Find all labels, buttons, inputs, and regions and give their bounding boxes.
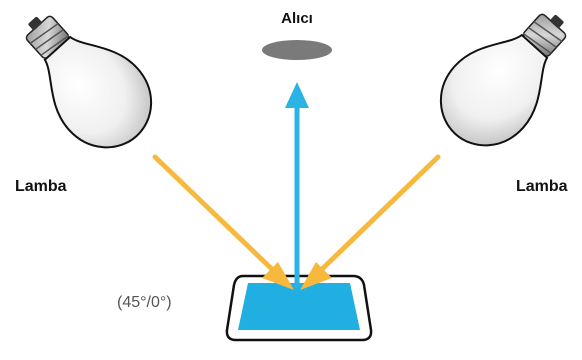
sample-tile (225, 274, 373, 342)
reflected-light-arrow (285, 82, 309, 288)
right-lamp-icon (439, 13, 567, 147)
left-lamp-label: Lamba (15, 178, 67, 195)
incident-light-right-arrow (300, 154, 441, 290)
geometry-label: (45°/0°) (117, 294, 172, 311)
left-lamp-icon (25, 15, 153, 149)
receiver-label: Alıcı (281, 10, 313, 27)
receiver-disc (262, 40, 332, 60)
right-lamp-label: Lamba (516, 178, 568, 195)
incident-light-left-arrow (152, 154, 294, 290)
